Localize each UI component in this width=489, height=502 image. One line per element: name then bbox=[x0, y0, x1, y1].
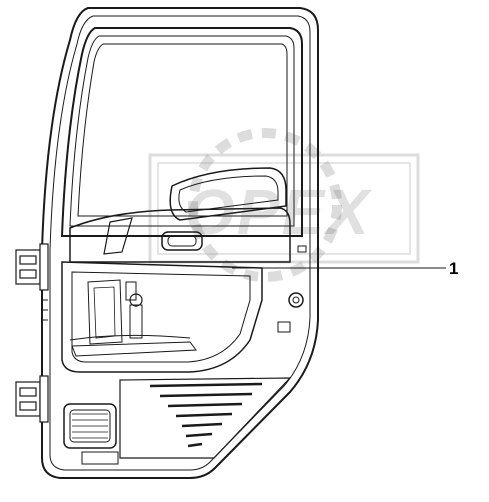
lower-hinge bbox=[15, 375, 49, 423]
lower-step-ribs bbox=[81, 377, 292, 465]
door-fittings bbox=[42, 245, 307, 333]
speaker-grille bbox=[63, 403, 117, 449]
lower-panel bbox=[61, 261, 263, 373]
armrest-panel bbox=[69, 167, 291, 263]
watermark-logo bbox=[148, 128, 420, 282]
window-frame bbox=[60, 27, 303, 237]
callout-number: 1 bbox=[449, 259, 459, 278]
door-outer-shell bbox=[41, 7, 319, 479]
upper-hinge bbox=[15, 243, 49, 291]
